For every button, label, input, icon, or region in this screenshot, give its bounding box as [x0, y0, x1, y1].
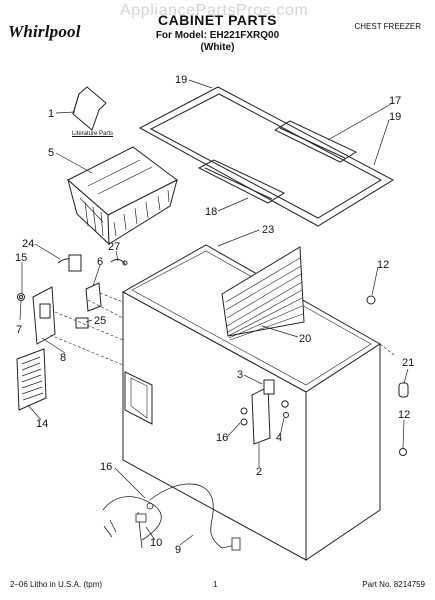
storage-basket — [67, 146, 178, 246]
callout-3: 3 — [237, 369, 243, 381]
callout-15: 15 — [15, 252, 27, 264]
callout-17: 17 — [389, 95, 401, 107]
callout-21: 21 — [402, 357, 414, 369]
callout-7: 7 — [16, 324, 22, 336]
callout-5: 5 — [48, 147, 54, 159]
leader-lines — [19, 79, 409, 546]
lid-gasket-frame — [138, 86, 395, 227]
callout-14: 14 — [36, 418, 48, 430]
callout-18: 18 — [205, 206, 217, 218]
callout-16a: 16 — [100, 461, 112, 473]
hinge-assembly — [240, 379, 289, 445]
callout-9: 9 — [175, 544, 181, 556]
model-line: For Model: EH221FXRQ00 — [155, 30, 280, 41]
callout-23: 23 — [262, 224, 274, 236]
callout-numbers: 19 17 19 1 5 18 23 12 24 27 15 6 25 7 20… — [15, 74, 414, 556]
callout-10: 10 — [150, 537, 162, 549]
callout-16b: 16 — [216, 432, 228, 444]
callout-24: 24 — [22, 238, 34, 250]
callout-6: 6 — [97, 256, 103, 268]
callout-20: 20 — [299, 333, 311, 345]
callout-1: 1 — [48, 108, 54, 120]
cabinet-divider — [221, 246, 305, 341]
callout-2: 2 — [256, 466, 262, 478]
brand-logo: Whirlpool — [8, 22, 81, 41]
footer-print-info: 2–06 Litho in U.S.A. (tpm) — [10, 580, 103, 589]
callout-19b: 19 — [389, 111, 401, 123]
callout-8: 8 — [60, 352, 66, 364]
callout-12a: 12 — [377, 259, 389, 271]
lid-strip-lower — [197, 159, 286, 204]
callout-25: 25 — [94, 315, 106, 327]
category-label: CHEST FREEZER — [354, 22, 421, 31]
callout-4: 4 — [276, 432, 282, 444]
color-line: (White) — [200, 42, 235, 53]
air-grille — [16, 348, 47, 411]
footer-part-number: Part No. 8214759 — [362, 580, 425, 589]
callout-12b: 12 — [398, 409, 410, 421]
leveling-legs — [366, 295, 409, 456]
literature-parts-label: Literature Parts — [72, 131, 114, 137]
callout-19a: 19 — [175, 74, 187, 86]
footer-page-number: 1 — [213, 580, 218, 589]
callout-27: 27 — [108, 241, 120, 253]
control-components — [17, 254, 128, 345]
page-title: CABINET PARTS — [157, 12, 278, 28]
wire-harness — [102, 483, 241, 551]
lid-strip-upper — [273, 120, 358, 163]
literature-booklet — [72, 86, 107, 131]
wiring-leads — [49, 292, 124, 366]
watermark: AppliancePartsPros.com — [120, 2, 309, 19]
